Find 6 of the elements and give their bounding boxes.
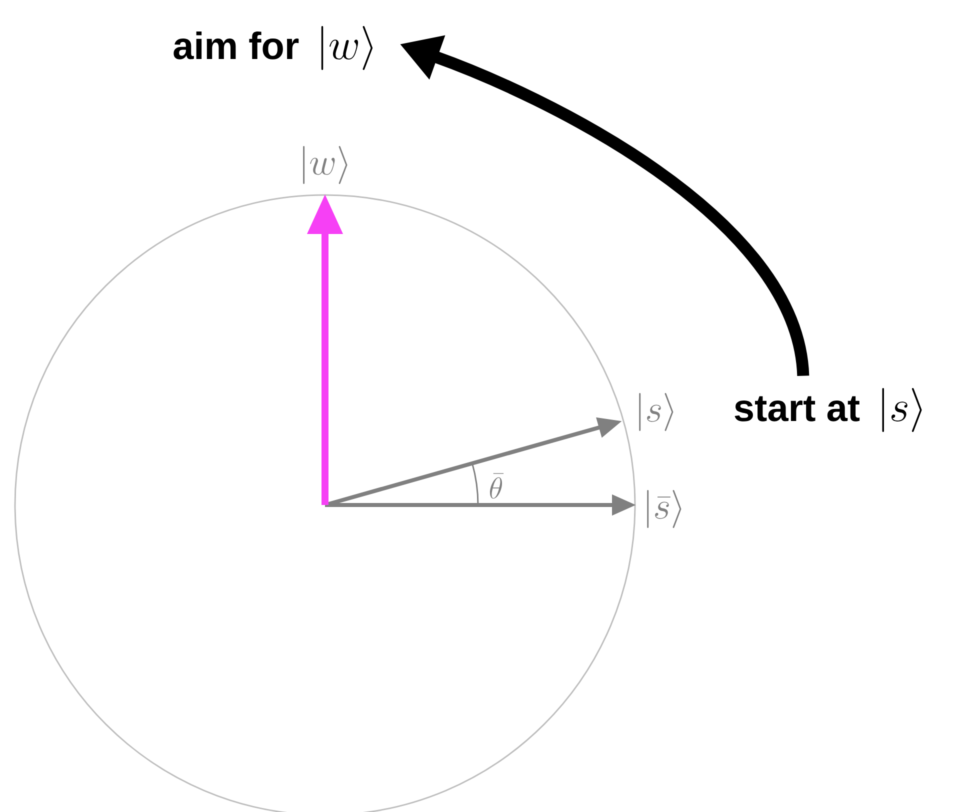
text-label: aim for $|w\rangle$ bbox=[174, 26, 373, 70]
text-label: start at $|s\rangle$ bbox=[734, 388, 922, 432]
vector-label: $|\bar{s}\rangle$ bbox=[647, 490, 682, 528]
vector-label: $|s\rangle$ bbox=[639, 393, 674, 431]
vector-label: $|w\rangle$ bbox=[303, 146, 348, 184]
angle-label: $\bar{\theta}$ bbox=[490, 473, 504, 499]
